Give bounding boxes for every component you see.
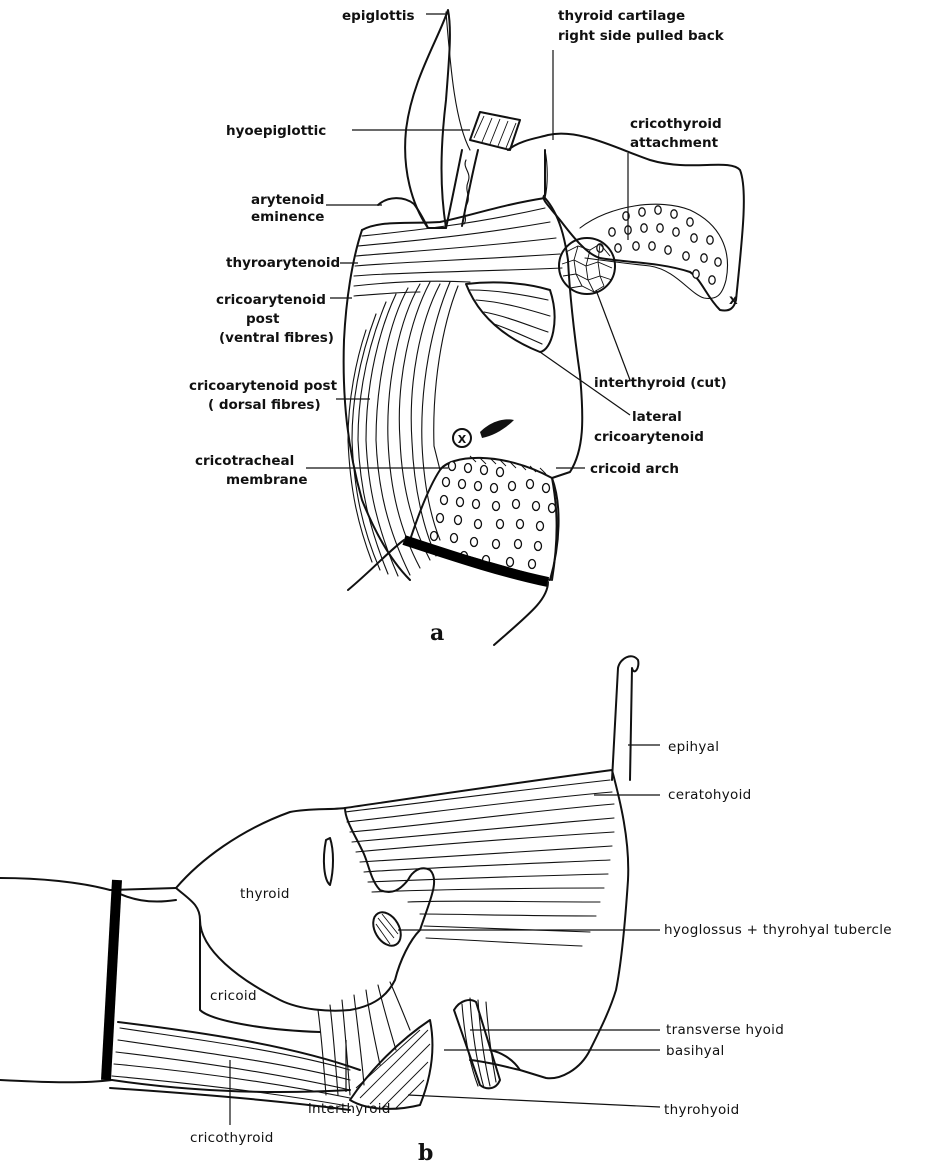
label-cricoarytenoid-ventral-3: (ventral fibres) xyxy=(219,330,334,346)
thyroid-cartilage-b xyxy=(176,770,628,1078)
label-epihyal: epihyal xyxy=(668,739,719,755)
label-cricothyroid-1: cricothyroid xyxy=(630,116,722,132)
label-cricotracheal-1: cricotracheal xyxy=(195,453,294,469)
label-cricoid-arch: cricoid arch xyxy=(590,461,679,477)
label-thyroid: thyroid xyxy=(240,886,290,902)
figure-b: epihyal ceratohyoid thyroid hyoglossus +… xyxy=(0,656,892,1166)
epihyal-rod xyxy=(612,656,638,780)
label-cricoarytenoid-dorsal-1: cricoarytenoid post xyxy=(189,378,338,394)
epiglottis-outline xyxy=(405,10,450,228)
label-thyroid-cartilage-2: right side pulled back xyxy=(558,28,725,44)
cricoarytenoid-dorsal-fibres xyxy=(348,282,458,576)
label-thyroarytenoid: thyroarytenoid xyxy=(226,255,340,271)
label-cricoarytenoid-ventral-1: cricoarytenoid xyxy=(216,292,326,308)
panel-label-b: b xyxy=(418,1140,433,1166)
label-hyoepiglottic: hyoepiglottic xyxy=(226,123,326,139)
cricothyroid-fibres xyxy=(112,1028,350,1106)
label-thyrohyoid: thyrohyoid xyxy=(664,1102,739,1118)
label-arytenoid-2: eminence xyxy=(251,209,324,225)
marker-x-small: x xyxy=(729,292,738,308)
cricoid-body-outline xyxy=(362,198,582,580)
label-interthyroid: interthyroid xyxy=(308,1101,391,1117)
label-ceratohyoid: ceratohyoid xyxy=(668,787,752,803)
label-lateral-cricoarytenoid-1: lateral xyxy=(632,409,682,425)
panel-label-a: a xyxy=(430,620,444,646)
figure-a: x xyxy=(189,8,744,646)
ceratohyoid-fibres xyxy=(345,780,614,946)
label-arytenoid-1: arytenoid xyxy=(251,192,324,208)
label-thyroid-cartilage-1: thyroid cartilage xyxy=(558,8,685,24)
label-cricoid: cricoid xyxy=(210,988,257,1004)
tracheal-ring-band-b xyxy=(106,880,117,1080)
label-cricothyroid-2: attachment xyxy=(630,135,719,151)
transverse-hyoid xyxy=(454,1000,500,1088)
label-transverse-hyoid: transverse hyoid xyxy=(666,1022,784,1038)
label-basihyal: basihyal xyxy=(666,1043,725,1059)
label-cricothyroid: cricothyroid xyxy=(190,1130,274,1146)
label-epiglottis: epiglottis xyxy=(342,8,415,24)
label-cricoarytenoid-dorsal-2: ( dorsal fibres) xyxy=(208,397,321,413)
thyroarytenoid-fibres xyxy=(354,208,562,296)
label-cricoarytenoid-ventral-2: post xyxy=(246,311,280,327)
marker-x: X xyxy=(458,433,467,446)
label-interthyroid-cut: interthyroid (cut) xyxy=(594,375,727,391)
label-cricotracheal-2: membrane xyxy=(226,472,308,488)
label-lateral-cricoarytenoid-2: cricoarytenoid xyxy=(594,429,704,445)
label-hyoglossus: hyoglossus + thyrohyal tubercle xyxy=(664,922,892,938)
